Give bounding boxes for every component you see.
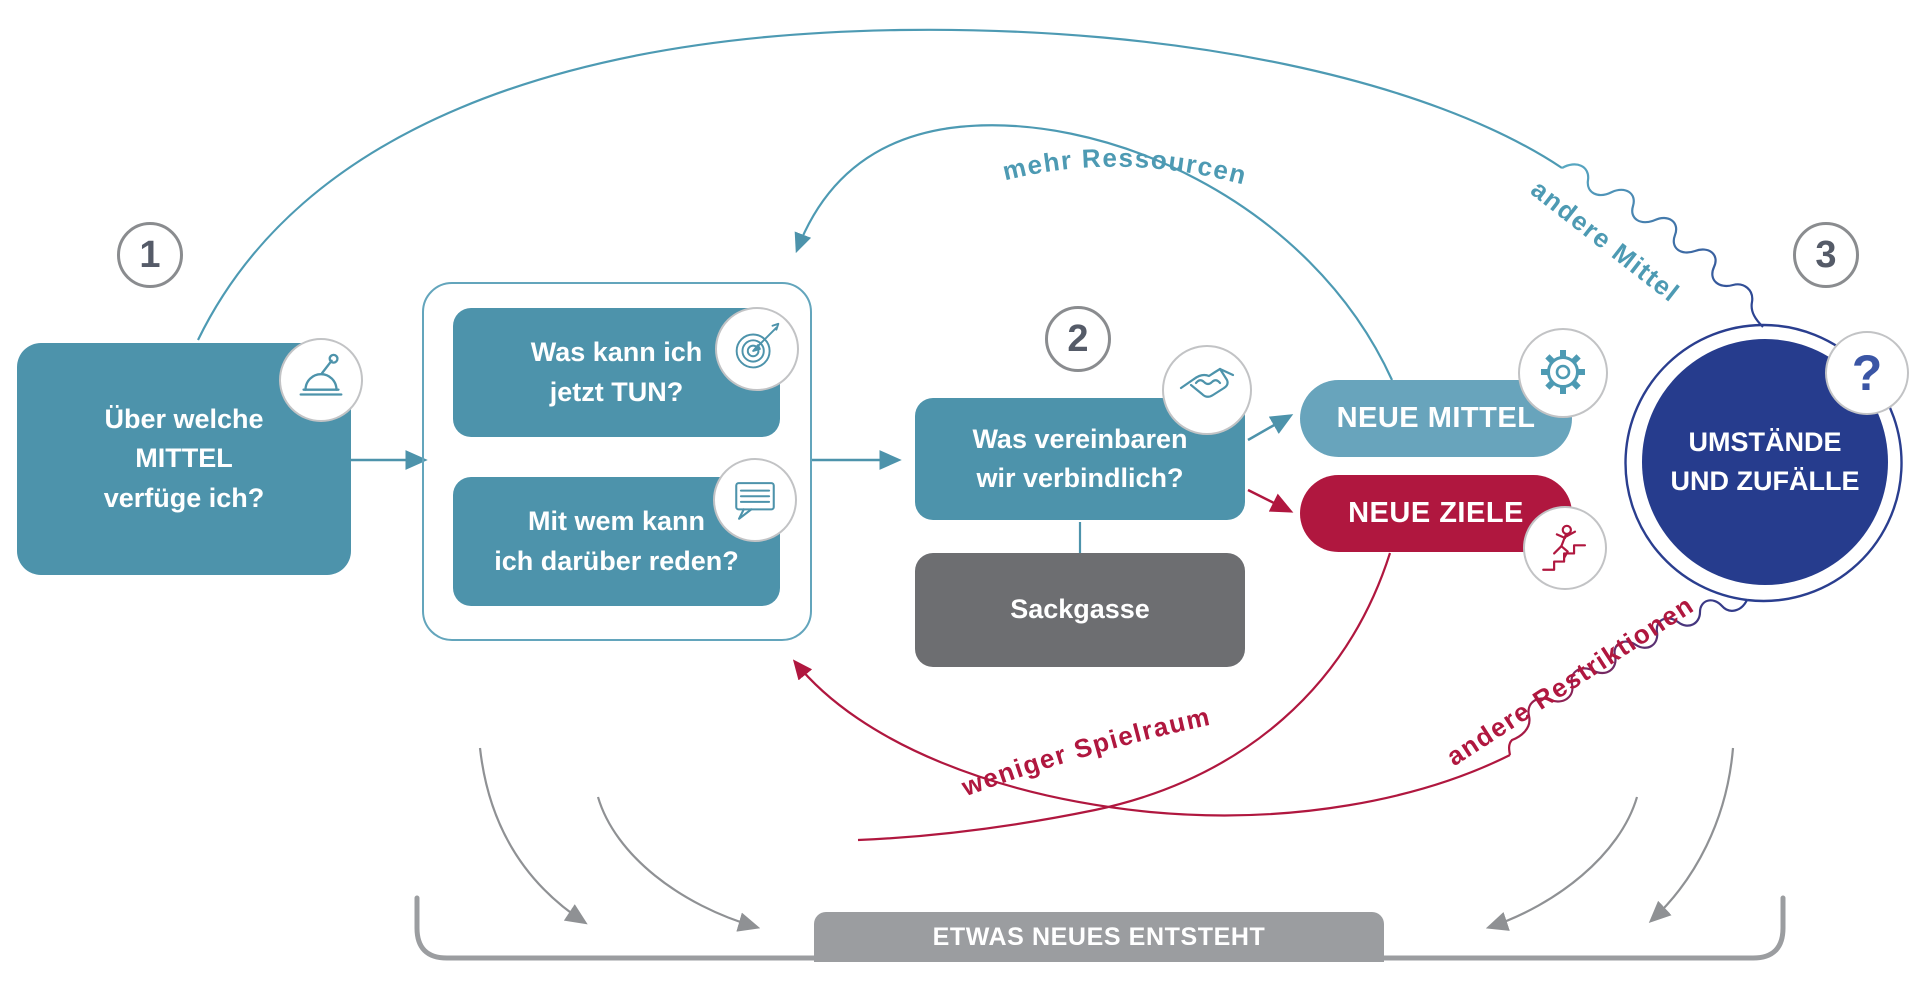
box-reden-line: ich darüber reden? (494, 545, 739, 576)
target-icon (715, 307, 799, 391)
box-mittel-line: verfüge ich? (103, 482, 265, 513)
arrow-to-neue-mittel (1247, 414, 1294, 442)
curve-neue-ziele-feedback (857, 552, 1392, 842)
box-reden-line: Mit wem kann (527, 506, 706, 537)
top-wavy-connector (1561, 163, 1764, 328)
circle-umstaende-line: UND ZUFÄLLE (1670, 466, 1860, 496)
speech-bubble-icon-glyph (735, 482, 775, 520)
arrow-to-neue-ziele (1247, 488, 1294, 513)
box-vereinbaren-line: wir verbindlich? (976, 463, 1184, 493)
step-2-badge: 2 (1045, 306, 1111, 372)
speech-bubble-icon (713, 458, 797, 542)
person-climbing-stairs-icon-glyph (1542, 524, 1587, 571)
arrow-funnel-right-1 (1485, 796, 1639, 931)
handshake-icon (1162, 345, 1252, 435)
box-sackgasse-label: Sackgasse (1010, 594, 1150, 625)
ring-right-arc (1746, 323, 1903, 603)
handshake-icon-glyph (1179, 367, 1235, 398)
box-sackgasse: Sackgasse (915, 553, 1245, 667)
box-mittel-line: Über welche (104, 404, 264, 435)
gear-icon-glyph (1541, 350, 1585, 394)
circle-umstaende-line: UMSTÄNDE (1688, 426, 1842, 457)
person-climbing-stairs-icon (1523, 506, 1607, 590)
bar-etwas-label: ETWAS NEUES ENTSTEHT (932, 922, 1266, 951)
arrow-funnel-left-2 (596, 796, 761, 932)
bottom-wavy-connector (1508, 599, 1748, 756)
lever-icon-glyph (299, 353, 343, 396)
big-outer-arc (197, 28, 1563, 341)
box-tun-line: jetzt TUN? (549, 376, 684, 407)
question-mark-icon: ? (1825, 331, 1909, 415)
box-neue-ziele-label: NEUE ZIELE (1348, 497, 1524, 530)
step-1-badge: 1 (117, 222, 183, 288)
arrow-funnel-left-1 (478, 747, 588, 925)
ring-left-arc (1624, 323, 1763, 602)
box-mittel-line: MITTEL (135, 443, 233, 474)
label-weniger-spielraum: weniger Spielraum (957, 701, 1214, 802)
arrow-funnel-right-2 (1648, 747, 1735, 923)
step-3-badge: 3 (1793, 222, 1859, 288)
bar-etwas-neues-entsteht: ETWAS NEUES ENTSTEHT (814, 912, 1384, 962)
box-tun-line: Was kann ich (530, 337, 703, 368)
label-andere-restriktionen: andere Restriktionen (1441, 589, 1699, 771)
box-neue-mittel-label: NEUE MITTEL (1336, 402, 1536, 435)
arc-mehr-ressourcen (794, 124, 1394, 381)
question-mark-glyph: ? (1851, 345, 1883, 401)
lever-icon (279, 338, 363, 422)
label-mehr-ressourcen: mehr Ressourcen (1000, 143, 1251, 191)
target-icon-glyph (735, 322, 780, 369)
curve-weniger-spielraum (792, 659, 1511, 817)
box-vereinbaren-line: Was vereinbaren (972, 423, 1188, 454)
gear-icon (1518, 328, 1608, 418)
